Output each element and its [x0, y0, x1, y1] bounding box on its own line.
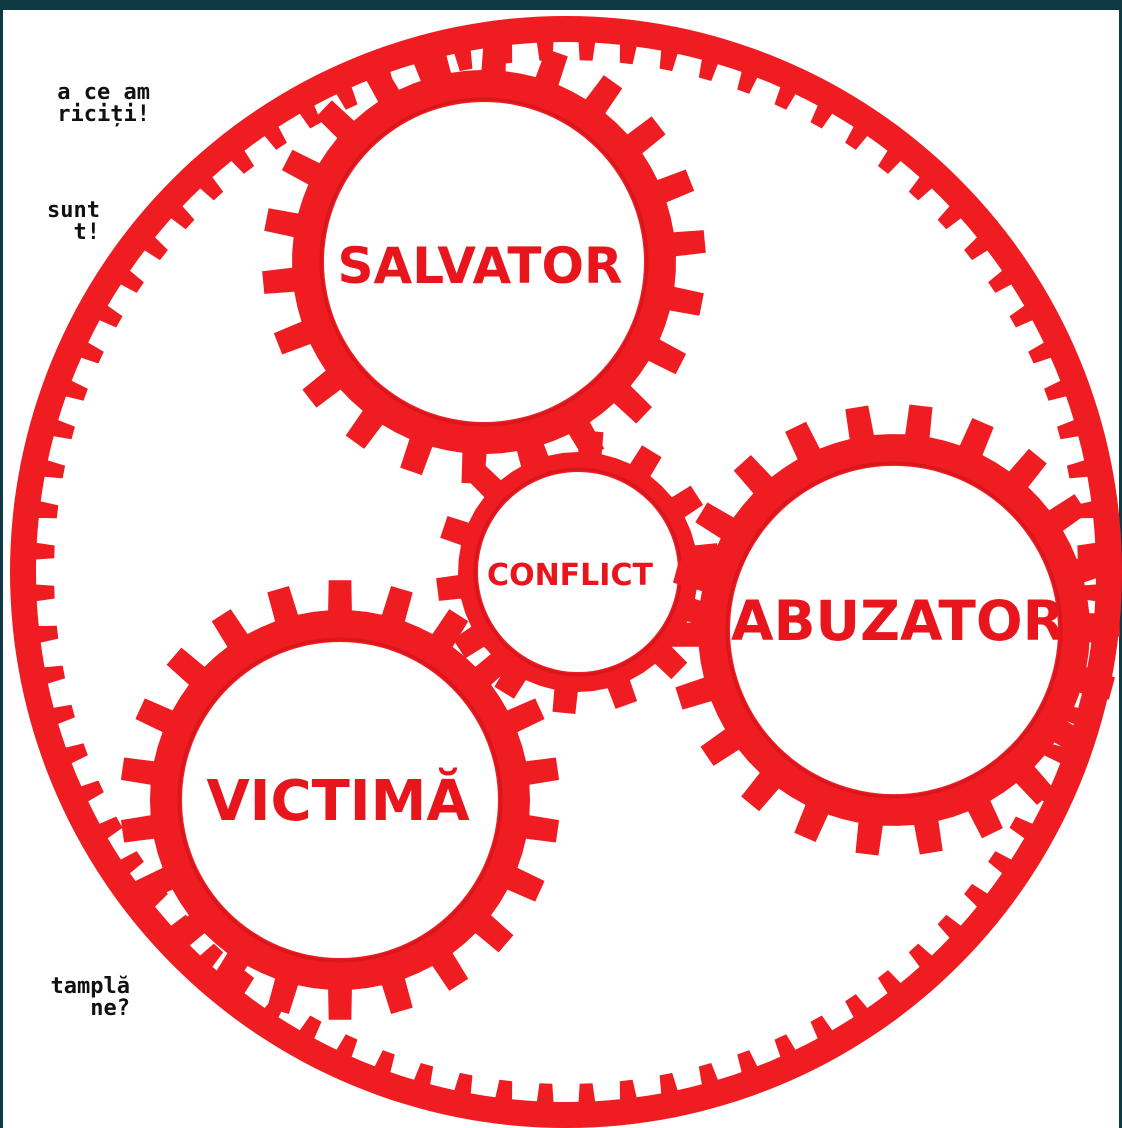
victima-label: VICTIMĂ	[206, 768, 470, 834]
abuzator-label: ABUZATOR	[731, 589, 1065, 653]
conflict-label: CONFLICT	[487, 558, 653, 593]
salvator-label: SALVATOR	[338, 237, 623, 295]
